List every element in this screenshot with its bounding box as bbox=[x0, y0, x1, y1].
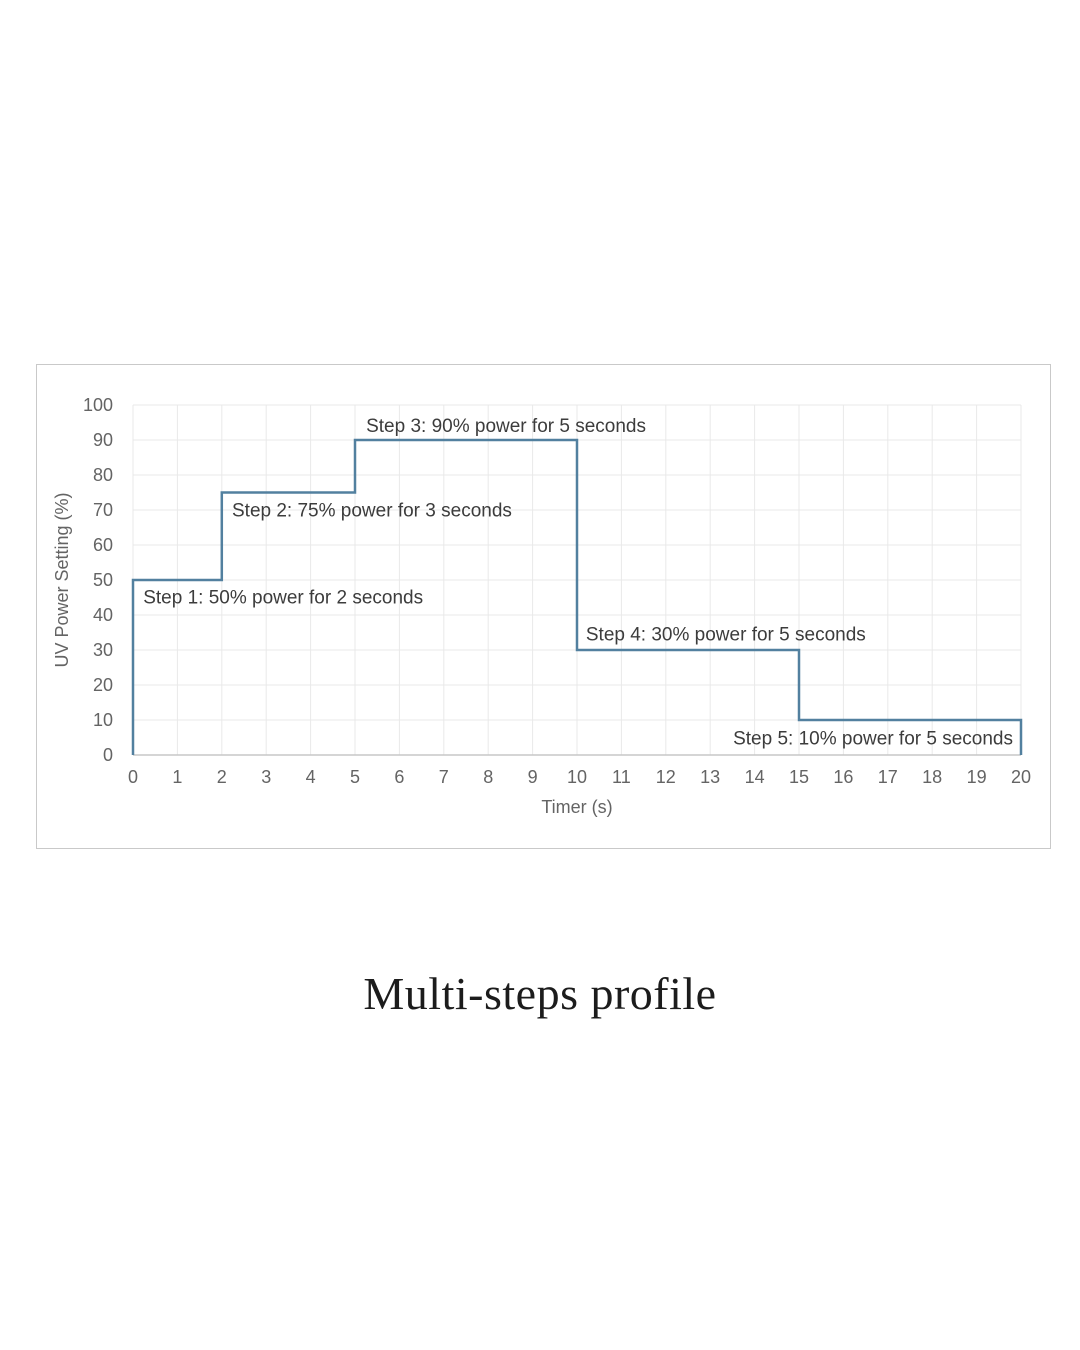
x-tick-label: 2 bbox=[217, 767, 227, 787]
step-annotation: Step 3: 90% power for 5 seconds bbox=[366, 416, 646, 437]
y-tick-label: 40 bbox=[93, 605, 113, 625]
x-tick-label: 7 bbox=[439, 767, 449, 787]
step-annotation: Step 4: 30% power for 5 seconds bbox=[586, 624, 866, 645]
x-tick-label: 20 bbox=[1011, 767, 1031, 787]
x-tick-label: 9 bbox=[528, 767, 538, 787]
x-tick-label: 12 bbox=[656, 767, 676, 787]
x-tick-label: 6 bbox=[394, 767, 404, 787]
y-tick-label: 0 bbox=[103, 745, 113, 765]
y-tick-label: 80 bbox=[93, 465, 113, 485]
x-tick-label: 19 bbox=[967, 767, 987, 787]
x-tick-label: 18 bbox=[922, 767, 942, 787]
step-annotation: Step 5: 10% power for 5 seconds bbox=[733, 729, 1013, 750]
x-axis-title: Timer (s) bbox=[541, 797, 612, 817]
step-annotation: Step 2: 75% power for 3 seconds bbox=[232, 501, 512, 522]
x-tick-label: 16 bbox=[833, 767, 853, 787]
x-tick-label: 5 bbox=[350, 767, 360, 787]
x-tick-label: 4 bbox=[306, 767, 316, 787]
step-annotation: Step 1: 50% power for 2 seconds bbox=[143, 588, 423, 609]
y-tick-label: 30 bbox=[93, 640, 113, 660]
y-tick-label: 60 bbox=[93, 535, 113, 555]
x-tick-label: 17 bbox=[878, 767, 898, 787]
x-tick-label: 13 bbox=[700, 767, 720, 787]
x-tick-label: 11 bbox=[612, 767, 631, 787]
figure-caption: Multi-steps profile bbox=[363, 968, 717, 1019]
y-axis-title: UV Power Setting (%) bbox=[52, 492, 72, 667]
y-tick-label: 90 bbox=[93, 430, 113, 450]
y-tick-label: 50 bbox=[93, 570, 113, 590]
x-tick-label: 3 bbox=[261, 767, 271, 787]
x-tick-label: 0 bbox=[128, 767, 138, 787]
x-tick-label: 15 bbox=[789, 767, 809, 787]
y-tick-label: 100 bbox=[83, 395, 113, 415]
profile-line bbox=[131, 438, 1023, 755]
y-tick-label: 20 bbox=[93, 675, 113, 695]
x-tick-label: 8 bbox=[483, 767, 493, 787]
x-tick-label: 1 bbox=[172, 767, 182, 787]
x-tick-label: 10 bbox=[567, 767, 587, 787]
y-tick-label: 10 bbox=[93, 710, 113, 730]
x-tick-label: 14 bbox=[745, 767, 765, 787]
y-tick-label: 70 bbox=[93, 500, 113, 520]
